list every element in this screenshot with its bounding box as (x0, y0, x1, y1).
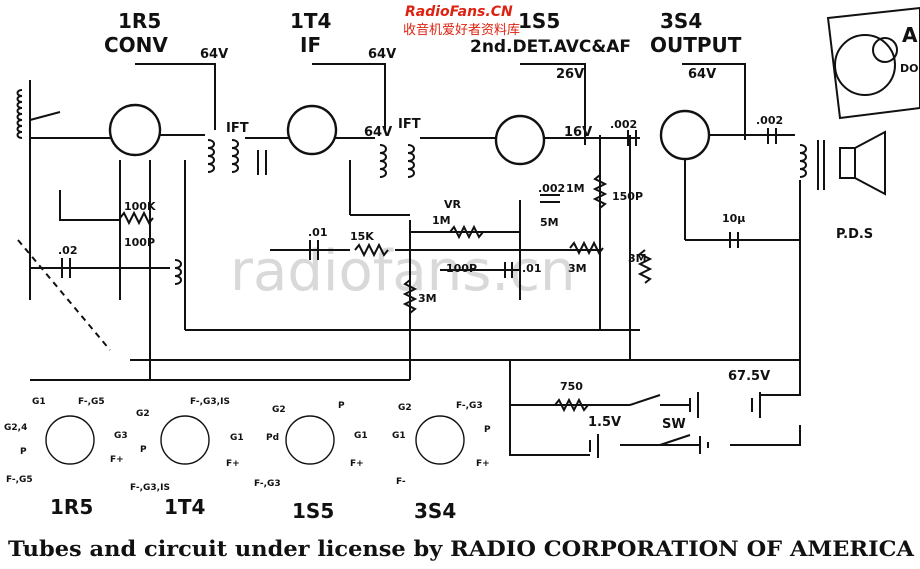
component-label: 3M (418, 292, 437, 305)
pin-label: G3 (114, 431, 128, 441)
resistors (119, 174, 653, 413)
pin-label: F+ (476, 459, 490, 469)
base-name: 3S4 (414, 499, 456, 523)
pin-label: P (484, 425, 491, 435)
component-label: 750 (560, 380, 583, 393)
pin-label: P (338, 401, 345, 411)
footer-license-text: Tubes and circuit under license by RADIO… (8, 536, 915, 561)
component-label: 3M (568, 262, 587, 275)
switch-label: SW (662, 417, 686, 432)
speaker-label: P.D.S (836, 227, 873, 242)
tube-1r5-type: 1R5 (118, 9, 161, 33)
component-label: 3M (628, 252, 647, 265)
component-label: .002 (538, 182, 565, 195)
tube-base-1t4: G2 F-,G3,IS P G1 F+ F-,G3,IS 1T4 (130, 397, 244, 519)
tube-1r5-function: CONV (104, 33, 168, 57)
pin-label: G2 (136, 409, 150, 419)
ift-label: IFT (398, 117, 421, 132)
pin-label: G1 (392, 431, 406, 441)
watermark-site: RadioFans.CN (405, 4, 513, 20)
base-name: 1R5 (50, 495, 93, 519)
pin-label: F- (396, 477, 406, 487)
pin-label: F+ (226, 459, 240, 469)
speaker-symbol (799, 130, 886, 196)
tube-symbols (108, 103, 711, 166)
component-label: 5M (540, 216, 559, 229)
component-label: 1M (566, 182, 585, 195)
pin-label: G1 (230, 433, 244, 443)
pin-label: F-,G3 (456, 401, 483, 411)
pin-label: P (20, 447, 27, 457)
pin-label: G1 (354, 431, 368, 441)
tube-base-3s4: G2 F-,G3 G1 P F+ F- 3S4 (392, 401, 491, 523)
base-name: 1S5 (292, 499, 334, 523)
pin-label: F+ (350, 459, 364, 469)
speaker-inset (826, 6, 920, 120)
voltage-label: 64V (688, 67, 716, 82)
pin-label: F-,G3,IS (190, 397, 230, 407)
component-label: .02 (58, 244, 78, 257)
pin-label: F-,G5 (78, 397, 105, 407)
voltage-label: 67.5V (728, 369, 770, 384)
component-label: .01 (308, 226, 328, 239)
tube-3s4-type: 3S4 (660, 9, 702, 33)
component-label: 15K (350, 230, 374, 243)
pin-label: G1 (32, 397, 46, 407)
component-label: VR (444, 198, 462, 211)
component-label: 150P (612, 190, 643, 203)
pin-label: F-,G5 (6, 475, 33, 485)
watermark-chinese: 收音机爱好者资料库 (403, 22, 520, 38)
pin-label: Pd (266, 433, 279, 443)
component-label: 1M (432, 214, 451, 227)
pin-label: G2 (398, 403, 412, 413)
tube-1s5-function: 2nd.DET.AVC&AF (470, 37, 631, 57)
tube-3s4-function: OUTPUT (650, 33, 742, 57)
base-name: 1T4 (164, 495, 205, 519)
pin-label: F+ (110, 455, 124, 465)
capacitors (61, 128, 777, 458)
tube-1t4-function: IF (300, 33, 321, 57)
pin-label: F-,G3,IS (130, 483, 170, 493)
tube-base-1r5: G1 F-,G5 G2,4 G3 P F+ F-,G5 1R5 (4, 397, 128, 519)
tube-base-1s5: G2 P Pd G1 F+ F-,G3 1S5 (254, 401, 368, 523)
component-label: 10µ (722, 212, 745, 225)
component-label: .01 (522, 262, 542, 275)
corner-label: A (902, 23, 918, 47)
component-label: 100P (446, 262, 477, 275)
component-label: 100P (124, 236, 155, 249)
tube-1t4-type: 1T4 (290, 9, 331, 33)
voltage-label: 26V (556, 67, 584, 82)
pin-label: P (140, 445, 147, 455)
voltage-label: 64V (368, 47, 396, 62)
corner-small-label: DO (900, 62, 918, 75)
pin-label: G2,4 (4, 423, 27, 433)
voltage-label: 1.5V (588, 415, 621, 430)
pin-label: F-,G3 (254, 479, 281, 489)
component-label: .002 (756, 114, 783, 127)
tube-1s5-type: 1S5 (518, 9, 560, 33)
component-label: 100K (124, 200, 156, 213)
ift-label: IFT (226, 121, 249, 136)
component-label: .002 (610, 118, 637, 131)
pin-label: G2 (272, 405, 286, 415)
voltage-label: 64V (200, 47, 228, 62)
coils (16, 89, 415, 285)
